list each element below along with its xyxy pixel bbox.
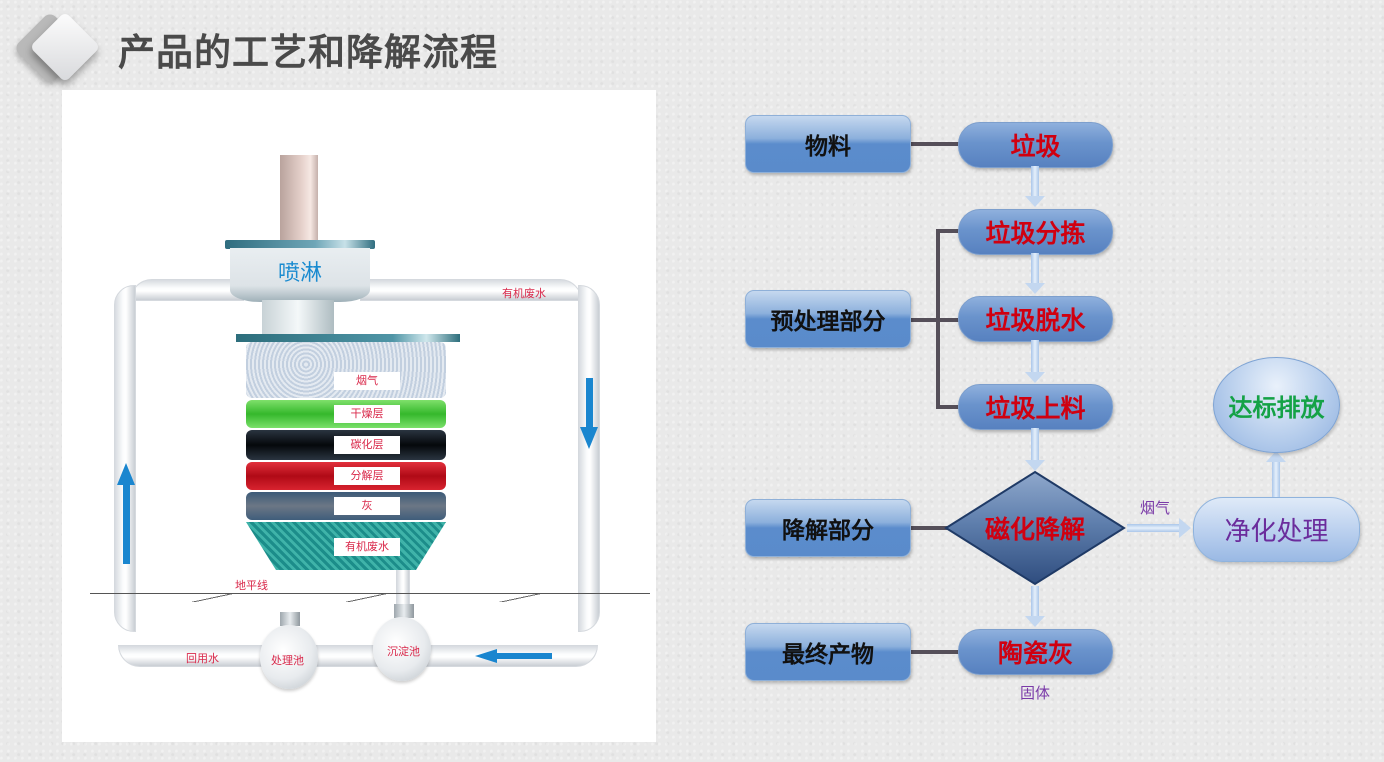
arrow-up-icon <box>1266 451 1286 462</box>
category-material: 物料 <box>745 115 911 173</box>
layer-flue-gas: 烟气 <box>246 342 446 398</box>
step-sorting: 垃圾分拣 <box>958 209 1113 255</box>
final-product-note: 固体 <box>1020 684 1051 702</box>
layer-label: 有机废水 <box>334 538 400 556</box>
decision-magnetic-degradation: 磁化降解 <box>944 470 1126 586</box>
treatment-tank-label: 处理池 <box>271 654 304 667</box>
pipe-right-vertical <box>578 285 600 632</box>
spray-rim <box>225 240 375 249</box>
arrow-shaft-horizontal <box>1127 524 1179 532</box>
result-compliant-emission: 达标排放 <box>1213 357 1340 453</box>
layer-ash: 灰 <box>246 492 446 520</box>
layer-label: 干燥层 <box>334 405 400 423</box>
gas-edge-label: 烟气 <box>1140 499 1171 517</box>
decision-label: 磁化降解 <box>984 515 1085 544</box>
sedimentation-tank <box>373 617 431 681</box>
category-degradation: 降解部分 <box>745 499 911 557</box>
layer-label: 碳化层 <box>334 436 400 454</box>
arrow-shaft <box>1031 166 1039 196</box>
spray-neck <box>262 300 334 336</box>
flow-arrow-left-shaft <box>496 653 552 659</box>
flow-arrow-down-shaft <box>586 378 593 428</box>
connector-final <box>909 650 959 654</box>
return-water-label: 回用水 <box>186 652 219 665</box>
pipe-left-vertical <box>114 285 136 632</box>
layer-label: 烟气 <box>334 372 400 390</box>
connector-degradation <box>909 526 949 530</box>
flow-arrow-up-icon <box>117 463 135 485</box>
arrow-shaft <box>1031 428 1039 460</box>
flow-arrow-up-shaft <box>123 484 130 564</box>
step-feeding: 垃圾上料 <box>958 384 1113 430</box>
connector-bracket-top <box>936 229 959 233</box>
step-garbage: 垃圾 <box>958 122 1113 168</box>
arrow-down-icon <box>1025 460 1045 471</box>
layer-label: 灰 <box>334 497 400 515</box>
connector-bracket-bottom <box>936 405 959 409</box>
pipe-top-left <box>130 279 244 301</box>
arrow-shaft <box>1031 253 1039 283</box>
arrow-down-icon <box>1025 196 1045 207</box>
chimney <box>280 155 318 241</box>
page-title: 产品的工艺和降解流程 <box>118 31 498 74</box>
tank-neck <box>394 604 414 618</box>
layer-decomposition: 分解层 <box>246 462 446 490</box>
flow-arrow-left-icon <box>475 649 497 663</box>
pipe-label-organic-wastewater: 有机废水 <box>502 287 546 300</box>
layer-label: 分解层 <box>334 467 400 485</box>
arrow-down-icon <box>1025 372 1045 383</box>
step-dewatering: 垃圾脱水 <box>958 296 1113 342</box>
spray-tower <box>230 248 370 302</box>
sedimentation-tank-label: 沉淀池 <box>387 645 420 658</box>
diamond-shape <box>944 470 1126 586</box>
arrow-down-icon <box>1025 283 1045 294</box>
category-preprocessing: 预处理部分 <box>745 290 911 348</box>
arrow-shaft <box>1031 340 1039 372</box>
flow-arrow-down-icon <box>580 427 598 449</box>
layer-carbonization: 碳化层 <box>246 430 446 460</box>
connector-material <box>909 142 959 146</box>
ground-label: 地平线 <box>235 579 268 592</box>
process-purification: 净化处理 <box>1193 497 1360 562</box>
ground-hatch <box>98 594 638 602</box>
arrow-shaft <box>1031 586 1039 616</box>
connector-bracket-vertical <box>936 229 940 409</box>
category-final-product: 最终产物 <box>745 623 911 681</box>
layer-drying: 干燥层 <box>246 400 446 428</box>
arrow-right-icon <box>1179 518 1191 538</box>
arrow-down-icon <box>1025 616 1045 627</box>
ground-line <box>90 593 650 594</box>
tank-neck <box>280 612 300 626</box>
pipe-top-right <box>360 279 582 301</box>
treatment-tank <box>260 625 318 689</box>
final-ceramic-ash: 陶瓷灰 <box>958 629 1113 675</box>
reactor-lid <box>236 334 460 342</box>
spray-label: 喷淋 <box>277 261 322 286</box>
connector-preprocess <box>909 318 959 322</box>
arrow-shaft-up <box>1272 462 1280 497</box>
